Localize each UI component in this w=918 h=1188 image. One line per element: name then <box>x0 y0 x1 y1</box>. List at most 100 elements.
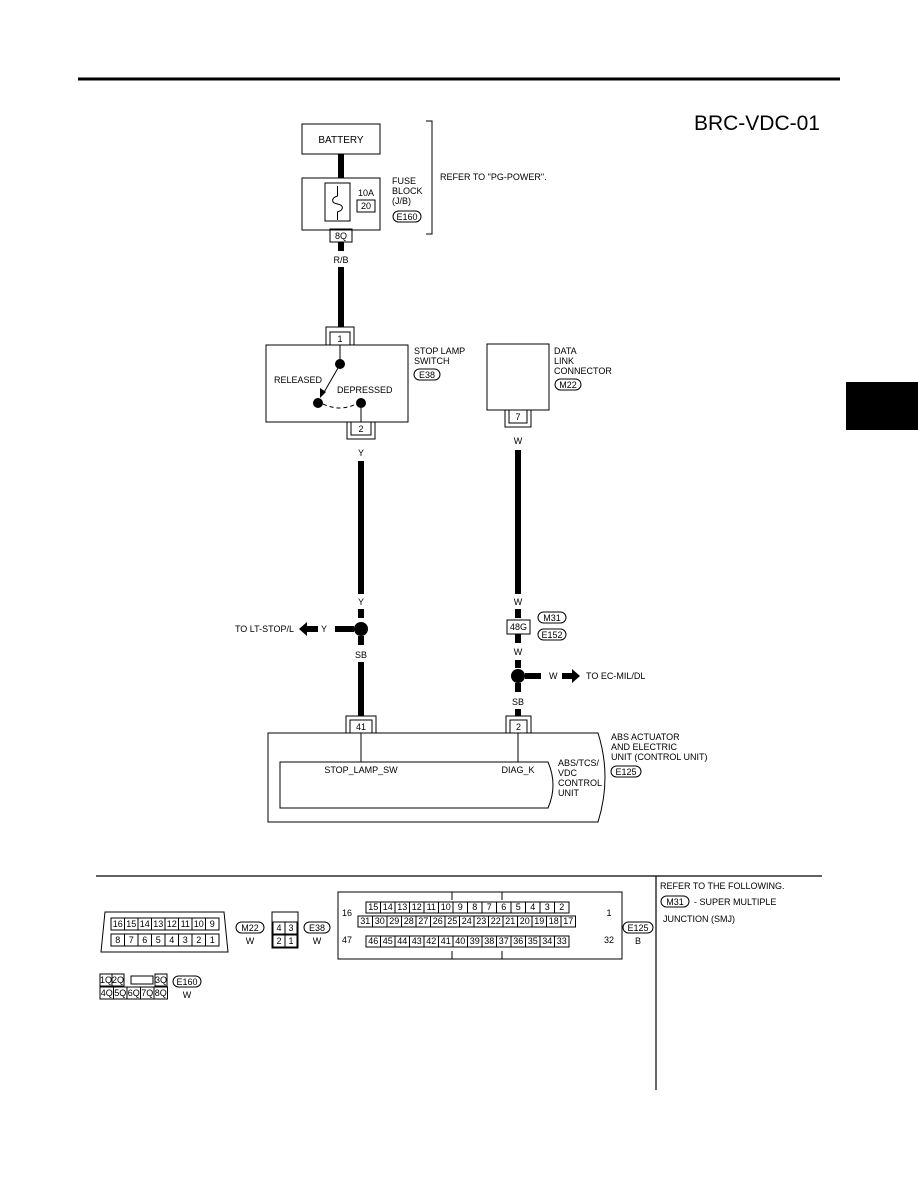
e160-bottom-pin-label: 7Q <box>141 988 153 998</box>
abs-unit-inner <box>279 761 554 809</box>
m22-bottom-pin-label: 1 <box>210 935 215 945</box>
e125-row1-pin-label: 12 <box>412 902 422 912</box>
wire-color-y-branch: Y <box>321 624 327 634</box>
e160-bottom-pin-label: 5Q <box>114 988 126 998</box>
junction-badge-m31 <box>537 611 567 624</box>
arrow-right-icon <box>562 669 580 683</box>
e125-row3-pin-label: 33 <box>557 936 567 946</box>
refer-line-1: - SUPER MULTIPLE <box>694 897 776 907</box>
power-refer-note: REFER TO "PG-POWER". <box>440 172 547 182</box>
e125-row1-pin-label: 2 <box>559 902 564 912</box>
fuse-number-box <box>356 199 376 213</box>
e160-key <box>130 975 154 985</box>
e125-row3-pin-label: 45 <box>383 936 393 946</box>
e125-row2-pin-label: 22 <box>491 916 501 926</box>
abs-inner-4: UNIT <box>558 788 579 798</box>
e160-bottom-pin-label: 8Q <box>155 988 167 998</box>
switch-pin-out-box <box>350 421 372 436</box>
wire-color-y-mid: Y <box>358 597 364 607</box>
refer-heading: REFER TO THE FOLLOWING. <box>660 881 785 891</box>
m22-top-pin-label: 12 <box>167 919 177 929</box>
e125-row2-pin-label: 30 <box>375 916 385 926</box>
e125-badge <box>622 921 654 934</box>
e125-row2-pin-label: 31 <box>360 916 370 926</box>
e125-row3-pin-label: 40 <box>455 936 465 946</box>
e125-row1-pin-label: 3 <box>545 902 550 912</box>
e125-row1-pin-label: 9 <box>458 902 463 912</box>
branch-to-lt-stop: TO LT-STOP/L <box>235 624 294 634</box>
section-tab <box>846 382 918 430</box>
e38-top-pin-label: 4 <box>276 923 281 933</box>
e160-bottom-pin-label: 4Q <box>101 988 113 998</box>
e125-row1-pin-label: 10 <box>441 902 451 912</box>
e125-row3-pin-label: 41 <box>441 936 451 946</box>
switch-arrow-icon <box>320 388 326 398</box>
m22-bottom-cell <box>205 933 220 947</box>
m22-bottom-pin-label: 4 <box>169 935 174 945</box>
m22-top-pin-label: 11 <box>181 919 190 929</box>
switch-pin-out: 2 <box>358 424 363 434</box>
abs-connector-badge <box>610 765 642 778</box>
e125-row1-pin-label: 11 <box>427 902 436 912</box>
e160-name: E160 <box>176 977 197 987</box>
switch-travel-dash <box>322 403 357 409</box>
fuse-icon <box>332 186 343 220</box>
e160-bottom-cell <box>153 986 168 1000</box>
e38-badge <box>303 921 331 934</box>
wire-color-w-mid1: W <box>514 597 523 607</box>
e38-bottom-pin-label: 1 <box>288 936 293 946</box>
e125-row2-pin-label: 18 <box>549 916 559 926</box>
refer-badge <box>660 895 690 908</box>
wire-color-y-top: Y <box>358 448 364 458</box>
wire-color-rb: R/B <box>333 255 348 265</box>
e125-row2-pin-label: 27 <box>418 916 428 926</box>
switch-contact-left <box>313 398 323 408</box>
m22-face <box>100 911 229 953</box>
e125-row1-pin-label: 4 <box>530 902 535 912</box>
e160-top-right-cell <box>154 973 168 987</box>
e125-row1-pin-label: 8 <box>472 902 477 912</box>
e125-row3-pin-label: 38 <box>484 936 494 946</box>
abs-pin-right: 2 <box>516 722 521 732</box>
e38-bottom-cell <box>284 934 298 948</box>
e38-bottom-pin-label: 2 <box>276 936 281 946</box>
abs-signal-right: DIAG_K <box>501 765 534 775</box>
wire-color-w-branch: W <box>549 671 558 681</box>
e38-name: E38 <box>309 923 325 933</box>
dlc-pin: 7 <box>515 412 520 422</box>
e125-row3-pin-label: 35 <box>528 936 538 946</box>
wire-color-sb-right: SB <box>512 697 524 707</box>
switch-label-1: STOP LAMP <box>414 346 465 356</box>
m22-bottom-pin-label: 8 <box>115 935 120 945</box>
e160-bottom-pin-label: 6Q <box>128 988 140 998</box>
fuse-amp: 10A <box>358 188 374 198</box>
m22-top-pin-label: 15 <box>126 919 136 929</box>
e38-face <box>271 911 299 949</box>
fuse-connector-badge <box>392 210 422 223</box>
e125-row3-cell <box>554 935 570 948</box>
m22-color: W <box>246 936 255 946</box>
abs-label-3: UNIT (CONTROL UNIT) <box>611 752 708 762</box>
e125-row1-cell <box>554 901 570 914</box>
m22-top-cell <box>205 917 220 931</box>
dlc-label-1: DATA <box>554 346 577 356</box>
e125-row1-pin-label: 14 <box>383 902 393 912</box>
m22-top-pin-label: 13 <box>153 919 163 929</box>
e125-row3-pin-label: 34 <box>542 936 552 946</box>
e125-row2-pin-label: 20 <box>520 916 530 926</box>
e125-row3-pin-label: 44 <box>397 936 407 946</box>
refer-line-2: JUNCTION (SMJ) <box>663 914 735 924</box>
abs-label-2: AND ELECTRIC <box>611 742 678 752</box>
e125-row2-pin-label: 21 <box>505 916 515 926</box>
abs-inner-1: ABS/TCS/ <box>558 758 600 768</box>
e160-top-left-pin-label: 2Q <box>112 975 124 985</box>
abs-pin-left: 41 <box>356 722 366 732</box>
dlc-pin-box <box>508 409 528 424</box>
e38-top-cell <box>284 921 298 935</box>
y-splice <box>354 622 368 636</box>
switch-arm <box>322 367 339 395</box>
junction-pin: 48G <box>510 622 527 632</box>
